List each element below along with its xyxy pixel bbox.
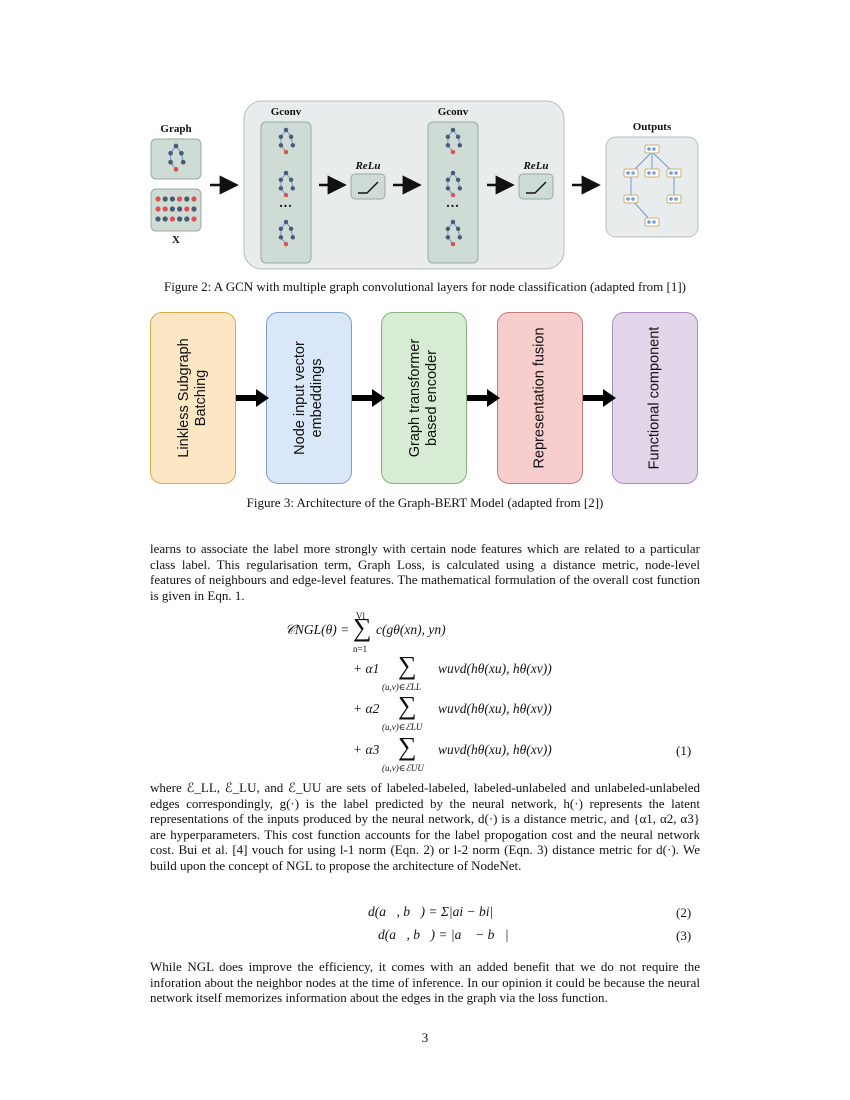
graph-label: Graph [160, 123, 192, 135]
figure-2-caption: Figure 2: A GCN with multiple graph conv… [163, 279, 687, 294]
box-linkless-subgraph-batching: Linkless Subgraph Batching [150, 312, 236, 484]
eq1-sum4-symbol: ∑ [398, 732, 417, 761]
eq1-inner-3: wuvd(hθ(xu), hθ(xv)) [438, 742, 552, 757]
arrow-4 [583, 389, 616, 407]
figure-2: Graph X Gconv Gconv ReLu ReLu Outputs ..… [0, 0, 850, 300]
gconv-label-1: Gconv [270, 106, 302, 118]
gconv-label-2: Gconv [437, 106, 469, 118]
box-representation-fusion: Representation fusion [497, 312, 583, 484]
box-functional-component: Functional component [612, 312, 698, 484]
ellipsis-2: ... [446, 196, 460, 211]
figure-3-caption: Figure 3: Architecture of the Graph-BERT… [246, 495, 604, 510]
paragraph-2: where ℰ_LL, ℰ_LU, and ℰ_UU are sets of l… [150, 780, 700, 873]
arrow-1 [236, 389, 269, 407]
graph-input-panel [150, 138, 202, 180]
outputs-label: Outputs [632, 121, 672, 133]
eq1-sum-top: Vl [356, 611, 365, 621]
paragraph-1: learns to associate the label more stron… [150, 541, 700, 603]
gconv-layer-1 [260, 121, 312, 264]
x-label: X [172, 234, 180, 246]
box-label: Linkless Subgraph Batching [176, 338, 209, 458]
eq1-sum-bottom: n=1 [353, 644, 368, 654]
box-label: Graph transformer based encoder [407, 338, 440, 458]
eq1-alpha2: + α2 [353, 701, 380, 716]
eq1-alpha3: + α3 [353, 742, 380, 757]
box-label: Representation fusion [531, 327, 548, 469]
equation-2: d(a⃗, b⃗) = Σ|ai − bi| [368, 904, 494, 919]
relu-label-2: ReLu [523, 160, 549, 172]
box-graph-transformer-encoder: Graph transformer based encoder [381, 312, 467, 484]
eq1-sum2-symbol: ∑ [398, 651, 417, 680]
relu-label-1: ReLu [355, 160, 381, 172]
gcn-diagram [150, 100, 699, 270]
arrow-2 [352, 389, 385, 407]
eq1-sum2-bottom: (u,v)∈ℰLL [382, 682, 421, 692]
eq1-sum-symbol: ∑ [353, 613, 372, 642]
eq1-term1: c(gθ(xn), yn) [376, 622, 446, 637]
eq1-number: (1) [676, 743, 692, 758]
box-label: Node input vector embeddings [292, 341, 325, 455]
eq1-sum4-bottom: (u,v)∈ℰUU [382, 763, 424, 773]
eq2-number: (2) [676, 905, 692, 920]
eq1-alpha1: + α1 [353, 661, 380, 676]
box-node-input-vector-embeddings: Node input vector embeddings [266, 312, 352, 484]
relu-block-2 [518, 173, 554, 200]
eq1-sum3-bottom: (u,v)∈ℰLU [382, 722, 423, 732]
outputs-panel [605, 136, 699, 238]
page-number: 3 [421, 1030, 429, 1045]
box-label: Functional component [646, 326, 663, 470]
feature-matrix-panel [150, 188, 202, 232]
eq1-sum3-symbol: ∑ [398, 691, 417, 720]
equation-3: d(a⃗, b⃗) = |a⃗ − b⃗| [378, 927, 509, 942]
eq1-inner-1: wuvd(hθ(xu), hθ(xv)) [438, 661, 552, 676]
relu-block-1 [350, 173, 386, 200]
eq1-lhs: 𝒞NGL(θ) = [285, 622, 350, 637]
ellipsis-1: ... [279, 196, 293, 211]
eq1-inner-2: wuvd(hθ(xu), hθ(xv)) [438, 701, 552, 716]
arrow-3 [467, 389, 500, 407]
paragraph-3: While NGL does improve the efficiency, i… [150, 959, 700, 1005]
gconv-layer-2 [427, 121, 479, 264]
eq3-number: (3) [676, 928, 692, 943]
